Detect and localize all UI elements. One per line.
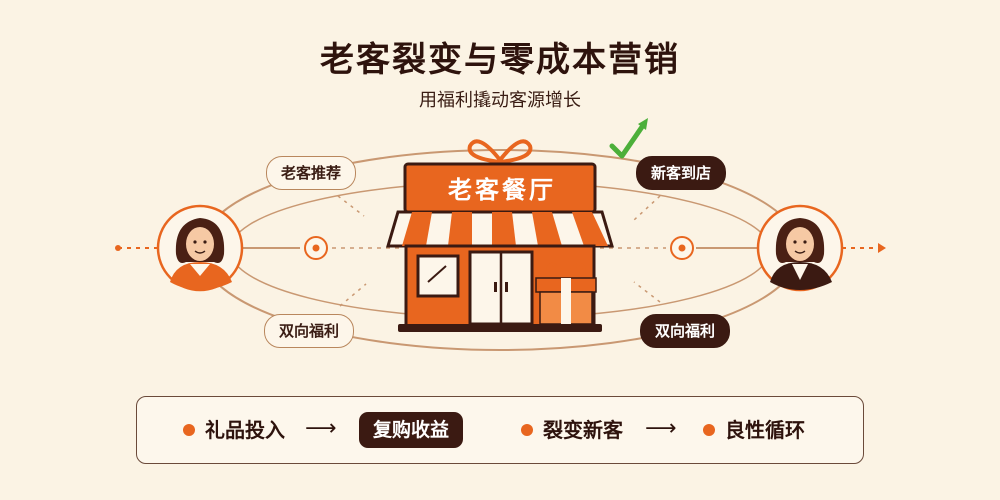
bullet-dot	[703, 423, 715, 436]
label-mutual-benefit-right: 双向福利	[640, 314, 731, 348]
label-new-customer-visit: 新客到店	[636, 156, 727, 190]
flow-arrow: ⟶	[645, 416, 677, 441]
flow-bar: 礼品投入 ⟶ 复购收益 裂变新客 ⟶ 良性循环	[136, 396, 864, 464]
right-arrow-head	[878, 243, 886, 253]
gift-box-icon	[535, 262, 597, 325]
bullet-dot	[521, 423, 533, 436]
label-mutual-benefit-left: 双向福利	[264, 314, 355, 348]
bullet-dot	[183, 423, 195, 436]
label-old-customer-referral: 老客推荐	[266, 156, 357, 190]
old-customer-avatar	[156, 204, 244, 292]
flow-step-gift-input: 礼品投入	[183, 397, 285, 463]
new-customer-avatar	[756, 204, 844, 292]
flow-step-virtuous-cycle: 良性循环	[703, 397, 805, 463]
store-sign: 老客餐厅	[448, 176, 556, 204]
flow-arrow: ⟶	[305, 416, 337, 441]
flow-step-repurchase: 复购收益	[359, 412, 464, 448]
page-subtitle: 用福利撬动客源增长	[419, 90, 581, 111]
flow-step-new-customers: 裂变新客	[521, 397, 623, 463]
page-title: 老客裂变与零成本营销	[320, 40, 680, 80]
check-mark-icon	[609, 118, 648, 159]
